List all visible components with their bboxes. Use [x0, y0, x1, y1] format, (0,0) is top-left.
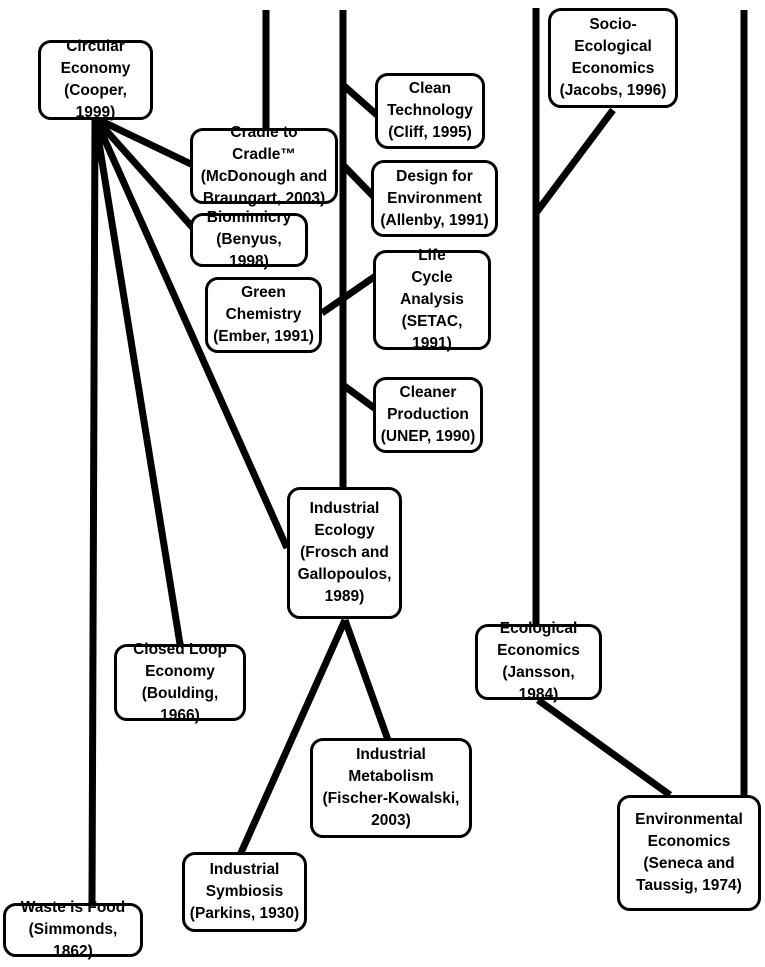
connector-line — [91, 116, 291, 550]
connector-line — [92, 115, 196, 231]
connector-line — [340, 82, 380, 118]
node-label: Industrial Metabolism (Fischer-Kowalski,… — [322, 746, 460, 829]
connector-line — [91, 117, 184, 645]
node-biomimicry: Biomimicry (Benyus, 1998) — [190, 209, 308, 270]
node-ecological-economics: Ecological Economics (Jansson, 1984) — [475, 620, 602, 703]
node-label: Socio- Ecological Economics (Jacobs, 199… — [559, 16, 667, 99]
node-industrial-ecology: Industrial Ecology (Frosch and Gallopoul… — [287, 487, 402, 619]
node-label: Environmental Economics (Seneca and Taus… — [635, 811, 743, 894]
node-label: Clean Technology (Cliff, 1995) — [387, 80, 473, 141]
node-design-for-environment: Design for Environment (Allenby, 1991) — [371, 160, 498, 237]
node-label: Design for Environment (Allenby, 1991) — [380, 167, 489, 229]
connector-line — [341, 618, 392, 742]
node-green-chemistry: Green Chemistry (Ember, 1991) — [205, 277, 322, 353]
node-label: Cradle to Cradle™ (McDonough and Braunga… — [200, 124, 328, 207]
connector-line — [320, 272, 379, 316]
node-socio-ecological-economics: Socio- Ecological Economics (Jacobs, 199… — [548, 8, 678, 108]
node-life-cycle-analysis: Life Cycle Analysis (SETAC, 1991) — [373, 247, 491, 352]
node-label: Industrial Ecology (Frosch and Gallopoul… — [297, 500, 392, 605]
node-waste-is-food: Waste is Food (Simmonds, 1862) — [3, 899, 143, 960]
node-industrial-symbiosis: Industrial Symbiosis (Parkins, 1930) — [182, 852, 307, 932]
connector-line — [535, 697, 673, 798]
node-clean-technology: Clean Technology (Cliff, 1995) — [375, 73, 485, 149]
connector-line — [88, 117, 99, 904]
node-industrial-metabolism: Industrial Metabolism (Fischer-Kowalski,… — [310, 738, 472, 838]
node-cleaner-production: Cleaner Production (UNEP, 1990) — [373, 377, 483, 453]
node-label: Closed Loop Economy (Boulding, 1966) — [133, 640, 227, 724]
node-label: Life Cycle Analysis (SETAC, 1991) — [400, 247, 464, 352]
node-closed-loop-economy: Closed Loop Economy (Boulding, 1966) — [114, 641, 246, 724]
node-label: Biomimicry (Benyus, 1998) — [206, 209, 292, 270]
node-label: Industrial Symbiosis (Parkins, 1930) — [189, 861, 300, 922]
node-cradle-to-cradle: Cradle to Cradle™ (McDonough and Braunga… — [190, 124, 338, 207]
connector-line — [340, 382, 380, 413]
connector-line — [93, 114, 195, 169]
node-label: Green Chemistry (Ember, 1991) — [213, 284, 314, 345]
connector-line — [236, 618, 349, 857]
node-label: Circular Economy (Cooper, 1999) — [60, 38, 131, 121]
node-label: Ecological Economics (Jansson, 1984) — [497, 620, 580, 703]
node-label: Cleaner Production (UNEP, 1990) — [380, 384, 476, 445]
node-label: Waste is Food (Simmonds, 1862) — [20, 899, 126, 960]
connector-line — [533, 107, 616, 216]
node-environmental-economics: Environmental Economics (Seneca and Taus… — [617, 795, 761, 911]
node-circular-economy: Circular Economy (Cooper, 1999) — [38, 38, 153, 121]
